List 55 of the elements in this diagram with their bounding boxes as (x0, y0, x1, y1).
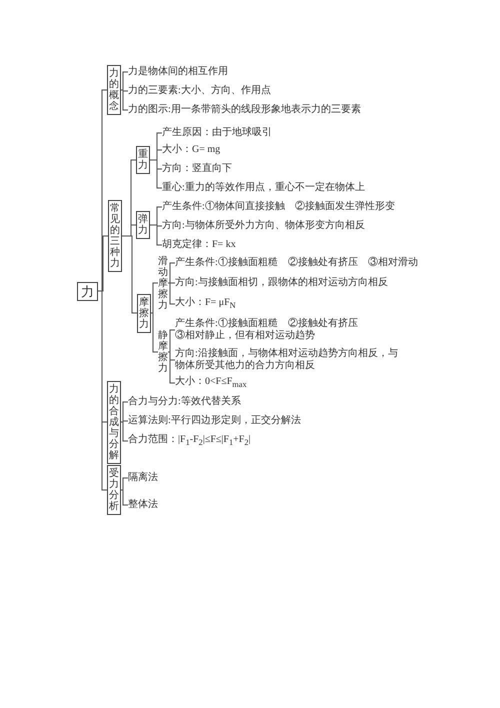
category-box (108, 200, 122, 272)
category-box (136, 146, 150, 174)
branch-text: 大小：0<F≤F$_{max}$ (175, 376, 247, 390)
branch-text: 合力范围：|F$_{1}$-F$_{2}$|≤F≤|F$_{1}$+F$_{2}$| (128, 434, 250, 448)
branch-text: 合力与分力:等效代替关系 (128, 396, 241, 408)
category-label: 受力分析 (109, 468, 119, 512)
bracket-line (120, 72, 128, 90)
bracket-line (150, 224, 162, 246)
branch-text: 重心:重力的等效作用点，重心不一定在物体上 (162, 182, 365, 194)
branch-text: 整体法 (128, 499, 158, 511)
category-box (107, 465, 121, 515)
branch-text: 隔离法 (128, 472, 158, 484)
category-box (107, 65, 121, 115)
category-label: 摩擦力 (139, 296, 149, 330)
category-box (136, 211, 150, 239)
subcategory-label: 滑动摩擦力 (158, 256, 168, 310)
bracket-line (122, 236, 138, 314)
branch-text: 方向:沿接触面，与物体相对运动趋势方向相反，与物体所受其他力的合力方向相反 (175, 348, 399, 372)
bracket-line (168, 262, 176, 284)
branch-text: 产生原因：由于地球吸引 (162, 127, 272, 139)
category-label: 常见的三种力 (110, 203, 120, 269)
bracket-line (168, 352, 176, 384)
bracket-line (120, 490, 128, 506)
bracket-line (120, 422, 128, 442)
bracket-line (98, 290, 108, 490)
bracket-line (120, 90, 128, 110)
branch-text: 大小：G= mg (162, 144, 220, 156)
branch-text: 大小：F= μF$_{N}$ (175, 296, 236, 312)
topic-label: 力 (81, 284, 94, 298)
branch-text: 力是物体间的相互作用 (128, 66, 228, 78)
branch-text: 产生条件:①接触面粗糙 ②接触处有挤压 ③相对静止，但有相对运动趋势 (175, 318, 359, 342)
branch-text: 产生条件:①接触面粗糙 ②接触处有挤压 ③相对滑动 (175, 257, 418, 269)
branch-text: 运算法则:平行四边形定则，正交分解法 (128, 415, 301, 427)
branch-text: 力的三要素:大小、方向、作用点 (128, 85, 271, 97)
bracket-line (150, 282, 158, 314)
bracket-line (168, 330, 176, 352)
bracket-line (168, 282, 176, 284)
root-box (77, 282, 98, 300)
subcategory-label: 静摩擦力 (158, 330, 168, 374)
bracket-line (150, 312, 158, 352)
branch-text: 方向：竖直向下 (162, 163, 232, 175)
bracket-line (168, 282, 176, 304)
category-box (107, 380, 121, 464)
category-label: 弹力 (138, 214, 148, 236)
branch-text: 方向:与物体所受外力方向、物体形变方向相反 (162, 220, 365, 232)
category-label: 力的合成与分解 (109, 384, 119, 460)
category-box (137, 294, 151, 332)
bracket-line (120, 478, 128, 490)
branch-text: 胡克定律：F= kx (162, 239, 236, 251)
category-label: 重力 (138, 149, 148, 171)
branch-text: 产生条件:①物体间直接接触 ②接触面发生弹性形变 (162, 201, 395, 213)
bracket-line (120, 402, 128, 422)
branch-text: 方向:与接触面相切，跟物体的相对运动方向相反 (175, 277, 388, 289)
branch-text: 力的图示:用一条带箭头的线段形象地表示力的三要素 (128, 104, 361, 116)
category-label: 力的概念 (109, 68, 119, 112)
